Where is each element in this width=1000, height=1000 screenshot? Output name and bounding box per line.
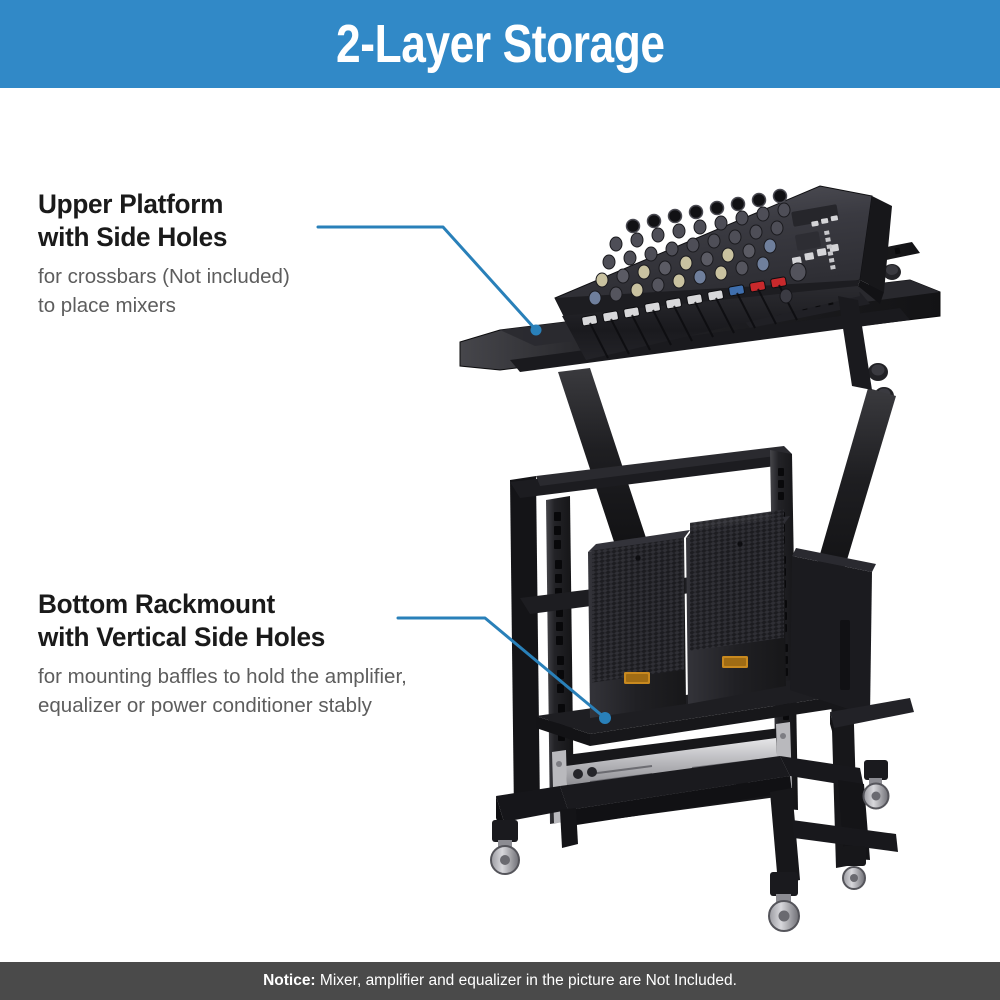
product-photo — [440, 120, 1000, 940]
callout-upper-body: for crossbars (Not included) to place mi… — [38, 262, 290, 320]
callout-bottom-heading-line1: Bottom Rackmount — [38, 589, 275, 619]
callout-bottom-rackmount: Bottom Rackmount with Vertical Side Hole… — [38, 588, 407, 720]
footer-notice-text: Mixer, amplifier and equalizer in the pi… — [319, 972, 737, 990]
callout-upper-heading-line2: with Side Holes — [38, 221, 228, 252]
callout-upper-heading-line1: Upper Platform — [38, 189, 224, 219]
footer-notice-bar: Notice: Mixer, amplifier and equalizer i… — [0, 962, 1000, 1000]
callout-upper-platform: Upper Platform with Side Holes for cross… — [38, 188, 290, 320]
callout-bottom-heading-line2: with Vertical Side Holes — [38, 621, 326, 652]
mixer-faders — [581, 276, 798, 359]
audio-mixer — [554, 185, 892, 360]
header-banner: 2-Layer Storage — [0, 0, 1000, 88]
mixer-knobs — [588, 202, 791, 306]
caster-rear-right — [862, 760, 890, 810]
callout-upper-body-line2: to place mixers — [38, 293, 176, 317]
caster-rear-left — [842, 846, 866, 890]
callout-bottom-heading: Bottom Rackmount with Vertical Side Hole… — [38, 588, 396, 654]
footer-notice-label: Notice: — [263, 972, 316, 990]
caster-front-left — [490, 820, 520, 875]
callout-upper-heading: Upper Platform with Side Holes — [38, 188, 282, 254]
speaker-cabinets — [536, 509, 914, 746]
callout-bottom-body: for mounting baffles to hold the amplifi… — [38, 662, 407, 720]
callout-bottom-body-line1: for mounting baffles to hold the amplifi… — [38, 664, 407, 688]
mixer-input-jacks — [625, 188, 788, 234]
base-frame — [490, 756, 898, 932]
footer-notice: Notice: Mixer, amplifier and equalizer i… — [263, 973, 737, 989]
callout-bottom-body-line2: equalizer or power conditioner stably — [38, 693, 372, 717]
caster-front-right — [768, 872, 800, 932]
callout-upper-body-line1: for crossbars (Not included) — [38, 264, 290, 288]
mixer-display-panel — [779, 204, 840, 304]
page-title: 2-Layer Storage — [335, 14, 665, 74]
